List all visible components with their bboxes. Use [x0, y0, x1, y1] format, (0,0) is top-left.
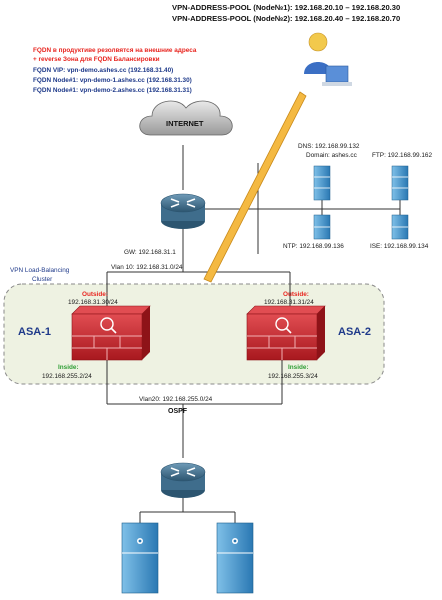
fqdn-note-red-2: + reverse Зона для FQDN Балансировки: [33, 56, 160, 63]
firewall-icon: [71, 305, 151, 361]
asa1-outside-ip: 192.168.31.30/24: [68, 299, 118, 306]
fqdn-note-red-1: FQDN в продуктиве резолвятся на внешние …: [33, 47, 197, 54]
asa2-outside-label: Outside:: [283, 291, 309, 298]
asa2-inside-ip: 192.168.255.3/24: [268, 373, 318, 380]
cluster-label-line1: VPN Load-Balancing: [10, 267, 70, 274]
server-icon: [121, 522, 159, 594]
server-icon: [391, 165, 409, 201]
vlan20-label: Vlan20: 192.168.255.0/24: [139, 396, 213, 403]
connection-lines: [106, 145, 401, 523]
dns-label: DNS: 192.168.99.132: [298, 143, 360, 150]
asa1-inside-ip: 192.168.255.2/24: [42, 373, 92, 380]
ftp-label: FTP: 192.168.99.162: [372, 152, 433, 159]
server-icon: [216, 522, 254, 594]
server-icon: [313, 165, 331, 201]
fqdn-vip-label: FQDN VIP: vpn-demo.ashes.cc (192.168.31.…: [33, 67, 174, 74]
domain-label: Domain: ashes.cc: [306, 152, 357, 159]
asa2-inside-label: Inside:: [288, 364, 309, 371]
asa1-outside-label: Outside:: [82, 291, 108, 298]
vpn-tunnel: [203, 91, 307, 283]
pool-node2-label: VPN-ADDRESS-POOL (Node№2): 192.168.20.40…: [172, 14, 401, 23]
fqdn-node1-label: FQDN Node#1: vpn-demo-1.ashes.cc (192.16…: [33, 77, 192, 84]
fqdn-node2-label: FQDN Node#1: vpn-demo-2.ashes.cc (192.16…: [33, 87, 192, 94]
vlan10-label: Vlan 10: 192.168.31.0/24: [111, 264, 183, 271]
pool-node1-label: VPN-ADDRESS-POOL (Node№1): 192.168.20.10…: [172, 3, 401, 12]
user-workstation-icon: [304, 32, 352, 86]
gateway-label: GW: 192.168.31.1: [124, 249, 176, 256]
asa1-name: ASA-1: [18, 326, 52, 338]
internet-label: INTERNET: [166, 119, 204, 128]
cloud-icon: [139, 100, 233, 136]
ise-label: ISE: 192.168.99.134: [370, 243, 429, 250]
asa2-name: ASA-2: [338, 326, 372, 338]
ospf-label: OSPF: [168, 408, 188, 415]
router-icon: [160, 462, 206, 498]
server-icon: [313, 214, 331, 240]
firewall-icon: [246, 305, 326, 361]
server-icon: [391, 214, 409, 240]
asa2-outside-ip: 192.168.31.31/24: [264, 299, 314, 306]
asa1-inside-label: Inside:: [58, 364, 79, 371]
router-icon: [160, 193, 206, 229]
cluster-label-line2: Cluster: [32, 276, 53, 283]
ntp-label: NTP: 192.168.99.136: [283, 243, 344, 250]
